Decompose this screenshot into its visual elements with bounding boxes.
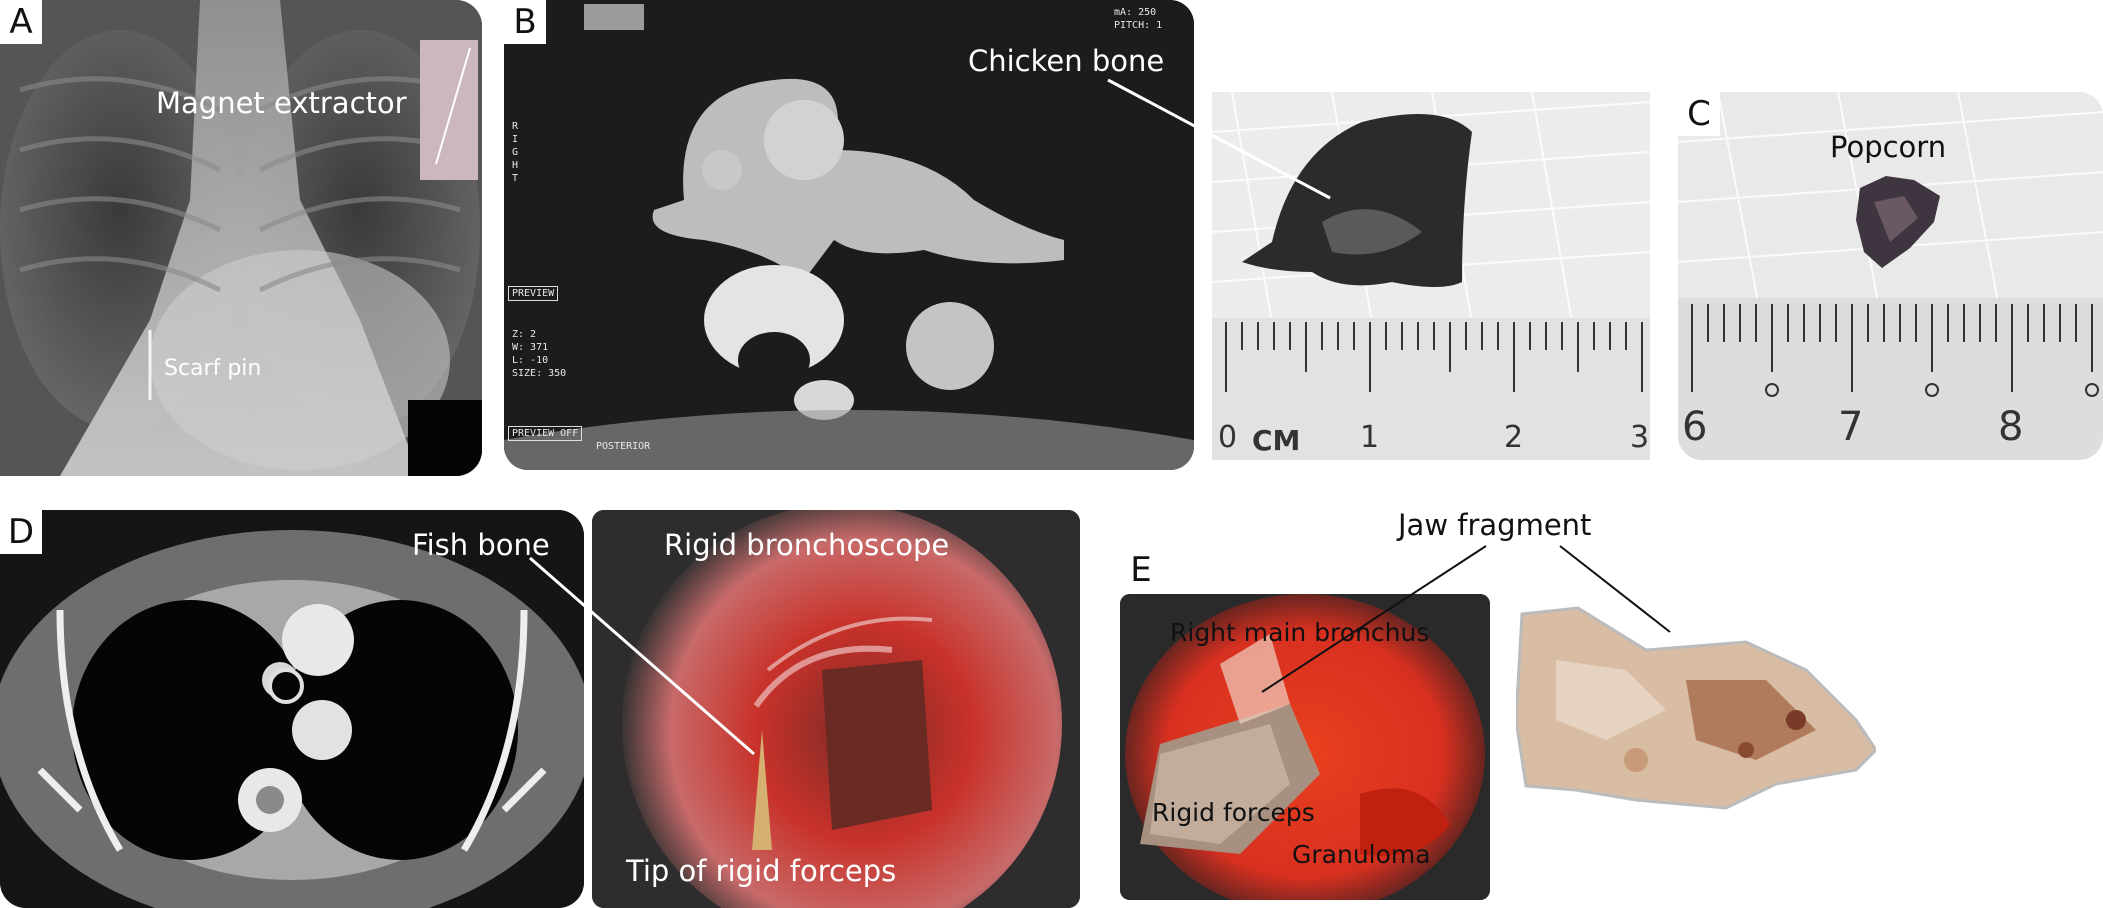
ruler-b-label-3: 3 bbox=[1630, 420, 1650, 455]
bronchoscopy-image bbox=[592, 510, 1080, 908]
panel-d-bronchoscopy: Rigid bronchoscope Tip of rigid forceps bbox=[592, 510, 1080, 908]
panel-e-bronchoscopy: Right main bronchus Rigid forceps Granul… bbox=[1120, 594, 1490, 900]
jaw-fragment-specimen bbox=[1516, 600, 1876, 820]
ct-axial-image bbox=[0, 510, 584, 908]
rigid-bronchoscope-label: Rigid bronchoscope bbox=[664, 528, 950, 562]
ruler-c-label-6: 6 bbox=[1682, 404, 1708, 450]
popcorn-specimen-image bbox=[1678, 92, 2103, 460]
panel-b-ct-scan: mA: 250 PITCH: 1 R I G H T PREVIEW Z: 2 … bbox=[504, 0, 1194, 470]
ruler-ticks-b bbox=[1225, 322, 1643, 392]
ruler-ticks-c bbox=[1691, 304, 2093, 392]
magnet-extractor-label: Magnet extractor bbox=[156, 86, 407, 120]
ct-params-text: Z: 2 W: 371 L: -10 SIZE: 350 bbox=[512, 329, 567, 379]
fish-bone-label: Fish bone bbox=[412, 528, 550, 562]
granuloma-label: Granuloma bbox=[1292, 840, 1431, 869]
popcorn-label: Popcorn bbox=[1830, 130, 1947, 164]
panel-b-letter: B bbox=[504, 0, 546, 44]
panel-c-popcorn-photo: C Popcorn 6 7 8 bbox=[1678, 92, 2103, 460]
panel-a-chest-xray: A Magnet extractor Scarf pin bbox=[0, 0, 482, 476]
ruler-b-label-0: 0 bbox=[1218, 420, 1238, 455]
right-main-bronchus-label: Right main bronchus bbox=[1170, 618, 1430, 647]
rigid-forceps-label: Rigid forceps bbox=[1152, 798, 1315, 827]
chicken-bone-specimen-image bbox=[1212, 92, 1650, 460]
ct-top-right-text: mA: 250 PITCH: 1 bbox=[1114, 7, 1163, 31]
ruler-b-label-cm: CM bbox=[1252, 424, 1301, 457]
tip-of-rigid-forceps-label: Tip of rigid forceps bbox=[626, 854, 897, 888]
jaw-fragment-image bbox=[1516, 606, 1876, 810]
panel-c-letter: C bbox=[1678, 92, 1720, 136]
panel-a-letter: A bbox=[0, 0, 42, 44]
ct-posterior-text: POSTERIOR bbox=[596, 441, 651, 452]
panel-d-letter: D bbox=[0, 510, 42, 554]
ct-scan-image bbox=[504, 0, 1194, 470]
ct-preview-off-text: PREVIEW OFF bbox=[508, 426, 583, 441]
ruler-c-label-7: 7 bbox=[1838, 404, 1864, 450]
chest-xray-image bbox=[0, 0, 482, 476]
right-main-bronchus-image bbox=[1120, 594, 1490, 900]
scarf-pin-label: Scarf pin bbox=[164, 356, 262, 381]
ct-side-text: R I G H T bbox=[512, 121, 519, 184]
panel-d-ct-axial: D Fish bone bbox=[0, 510, 584, 908]
chicken-bone-label: Chicken bone bbox=[968, 44, 1165, 78]
ct-preview-text: PREVIEW bbox=[508, 286, 559, 301]
chicken-bone-specimen-photo: 0 CM 1 2 3 bbox=[1212, 92, 1650, 460]
panel-e-letter: E bbox=[1120, 548, 1162, 592]
jaw-fragment-label: Jaw fragment bbox=[1398, 508, 1592, 542]
ruler-b-label-2: 2 bbox=[1504, 420, 1524, 455]
ruler-b-label-1: 1 bbox=[1360, 420, 1380, 455]
ruler-c-label-8: 8 bbox=[1998, 404, 2024, 450]
